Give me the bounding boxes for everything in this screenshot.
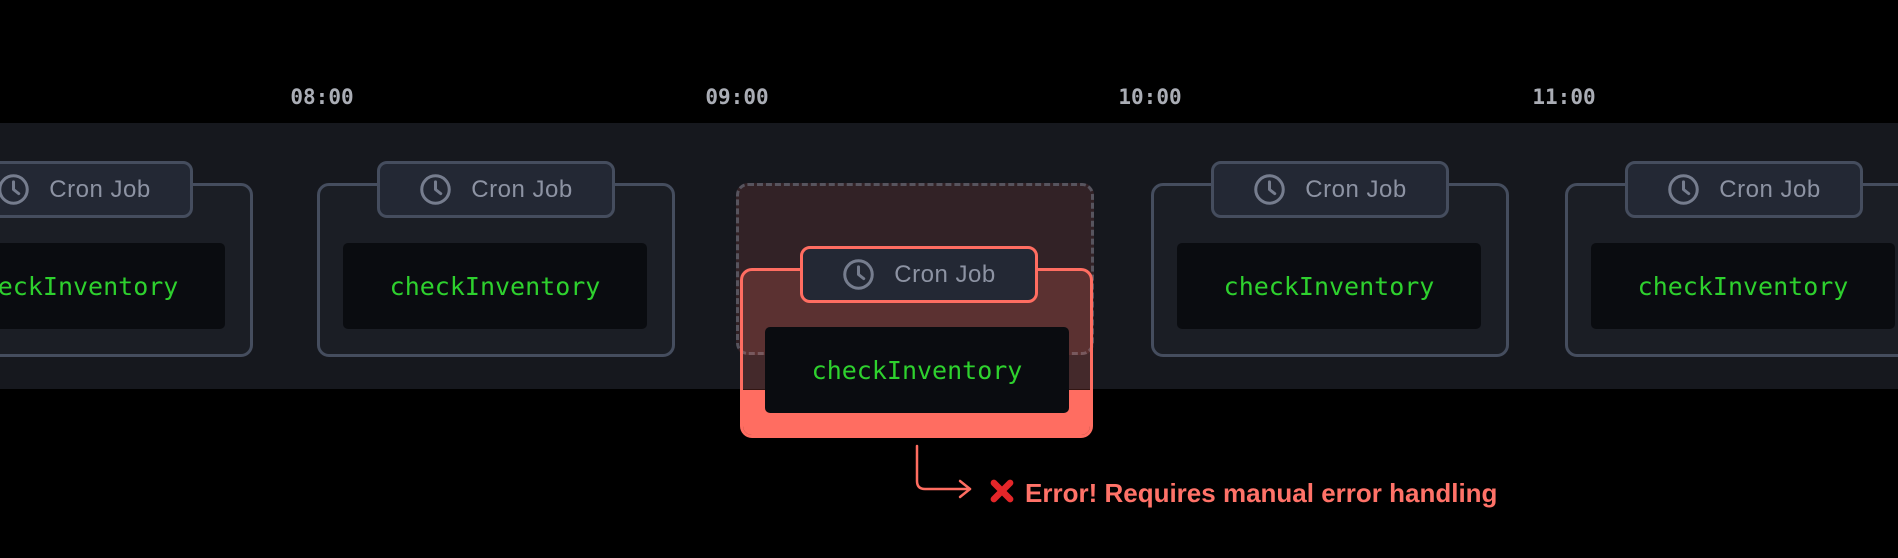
badge-label: Cron Job [471,175,573,203]
cron-job-badge: Cron Job [0,161,193,218]
cross-mark-icon [990,479,1014,503]
error-connector-arrow [915,444,972,499]
cron-job-card: Cron Job checkInventory [0,161,253,357]
cron-job-card: Cron Job checkInventory [317,161,675,357]
job-code-box: checkInventory [1177,243,1481,329]
clock-icon [1668,174,1700,205]
cron-job-badge-error: Cron Job [800,246,1038,303]
clock-icon [843,259,875,290]
job-name: checkInventory [1223,271,1435,301]
badge-label: Cron Job [1305,175,1407,203]
time-label-1100: 11:00 [1532,85,1596,109]
clock-icon [420,174,452,205]
cron-job-card-error: Cron Job checkInventory [740,246,1093,438]
cron-job-badge: Cron Job [1211,161,1449,218]
badge-label: Cron Job [894,260,996,288]
job-code-box: checkInventory [765,327,1069,413]
time-label-0800: 08:00 [290,85,354,109]
cron-job-badge: Cron Job [377,161,615,218]
job-name: checkInventory [1637,271,1849,301]
cron-job-badge: Cron Job [1625,161,1863,218]
badge-label: Cron Job [49,175,151,203]
clock-icon [0,174,30,205]
error-message-text: Error! Requires manual error handling [1025,478,1498,508]
job-code-box: checkInventory [1591,243,1895,329]
clock-icon [1254,174,1286,205]
cron-job-card: Cron Job checkInventory [1151,161,1509,357]
job-code-box: checkInventory [343,243,647,329]
job-code-box: checkInventory [0,243,225,329]
badge-label: Cron Job [1719,175,1821,203]
cron-job-card: Cron Job checkInventory [1565,161,1898,357]
job-name: checkInventory [389,271,601,301]
time-label-0900: 09:00 [705,85,769,109]
job-name: checkInventory [811,355,1023,385]
time-label-1000: 10:00 [1118,85,1182,109]
job-name: checkInventory [0,271,179,301]
